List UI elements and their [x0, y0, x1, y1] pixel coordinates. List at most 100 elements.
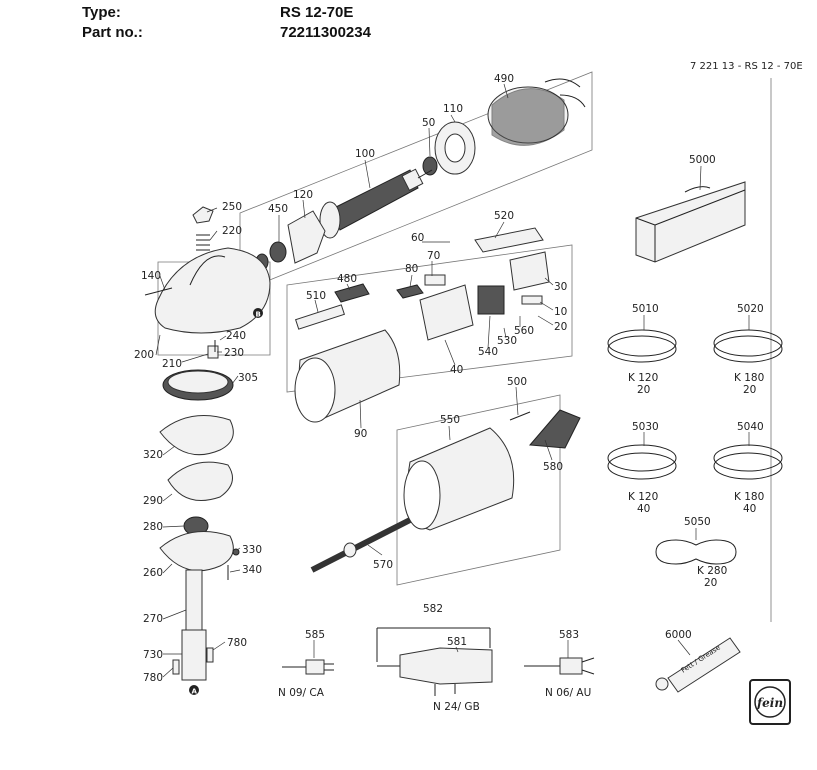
callout-490: 490	[494, 73, 514, 85]
plug-585	[282, 659, 334, 675]
callout-510: 510	[306, 290, 326, 302]
plug-583-label: N 06/ AU	[545, 687, 591, 699]
callout-100: 100	[355, 148, 375, 160]
gasket	[159, 415, 234, 456]
sanding-belt-5010	[607, 329, 677, 363]
key-780-left	[172, 659, 180, 675]
callout-200: 200	[134, 349, 154, 361]
grease-tube: Fett / Grease	[655, 637, 741, 693]
callout-550: 550	[440, 414, 460, 426]
callout-30: 30	[554, 281, 567, 293]
callout-450: 450	[268, 203, 288, 215]
bearing-housing	[434, 121, 476, 175]
carrying-case	[635, 181, 746, 263]
callout-90: 90	[354, 428, 367, 440]
callout-labels: 490 110 50 100 120 450 250 220 140 60 70…	[134, 73, 716, 684]
callout-330: 330	[242, 544, 262, 556]
screw-330	[232, 548, 240, 556]
belt-5030-grit: K 120	[628, 491, 658, 503]
marker-a-dot	[189, 685, 199, 695]
callout-240: 240	[226, 330, 246, 342]
housing-assembly-frame	[286, 244, 573, 393]
sanding-belt-5040	[713, 444, 783, 480]
motor-housing	[294, 329, 401, 423]
callout-320: 320	[143, 449, 163, 461]
belt-5030-number: 5030	[632, 421, 659, 433]
callout-305: 305	[238, 372, 258, 384]
plug-581-label: N 24/ GB	[433, 701, 480, 713]
belt-5050-width: 20	[704, 577, 717, 589]
callout-70: 70	[427, 250, 440, 262]
sanding-belt-5050	[655, 539, 737, 565]
callout-585: 585	[305, 629, 325, 641]
type-label: Type:	[82, 4, 121, 21]
belt-5020-grit: K 180	[734, 372, 764, 384]
electronic-module	[477, 285, 505, 315]
callout-582: 582	[423, 603, 443, 615]
callout-80: 80	[405, 263, 418, 275]
part-number-value: 72211300234	[280, 24, 371, 41]
plug-581	[377, 647, 493, 696]
rod-bushing	[343, 542, 357, 558]
callout-480: 480	[337, 273, 357, 285]
part-number-label: Part no.:	[82, 24, 143, 41]
cap	[192, 206, 214, 224]
switch-40	[419, 284, 474, 341]
callout-270: 270	[143, 613, 163, 625]
key-780-right	[206, 647, 214, 663]
sleeve-assembly-frame	[396, 394, 561, 586]
field-coil	[487, 78, 586, 146]
front-bearing	[269, 241, 287, 263]
callout-560: 560	[514, 325, 534, 337]
sanding-belt-5030	[607, 444, 677, 480]
callout-120: 120	[293, 189, 313, 201]
connecting-rod	[310, 517, 412, 573]
callout-730: 730	[143, 649, 163, 661]
armature	[319, 168, 433, 239]
callout-250: 250	[222, 201, 242, 213]
belt-5010-number: 5010	[632, 303, 659, 315]
bracket-582	[376, 627, 491, 662]
logo-text: fein	[756, 696, 783, 710]
drawing-code: 7 221 13 - RS 12 - 70E	[690, 61, 803, 72]
switch-cover	[474, 227, 544, 253]
sanding-belt-5020	[713, 329, 783, 363]
sleeve-210	[207, 345, 219, 359]
callout-6000: 6000	[665, 629, 692, 641]
spindle	[185, 569, 203, 631]
belt-5050-grit: K 280	[697, 565, 727, 577]
fan-plate	[287, 210, 326, 264]
callout-583: 583	[559, 629, 579, 641]
callout-220: 220	[222, 225, 242, 237]
gear-housing-cover	[154, 247, 271, 334]
spindle-sleeve	[181, 629, 207, 681]
brush-70	[424, 274, 446, 286]
callout-50: 50	[422, 117, 435, 129]
callout-500: 500	[507, 376, 527, 388]
type-value: RS 12-70E	[280, 4, 354, 21]
callout-140: 140	[141, 270, 161, 282]
bevel-gear	[162, 369, 234, 401]
marker-b-dot	[253, 308, 263, 318]
callout-581: 581	[447, 636, 467, 648]
marker-a-text: A	[192, 688, 198, 696]
belt-5020-width: 20	[743, 384, 756, 396]
belt-5040-width: 40	[743, 503, 756, 515]
callout-780-right: 780	[227, 637, 247, 649]
callout-230: 230	[224, 347, 244, 359]
belt-5040-grit: K 180	[734, 491, 764, 503]
power-plug-580	[528, 409, 581, 449]
callout-10: 10	[554, 306, 567, 318]
callout-520: 520	[494, 210, 514, 222]
belt-labels: 5010 K 120 20 5020 K 180 20 5030 K 120 4…	[628, 303, 764, 589]
marker-b-text: B	[256, 311, 261, 319]
belt-5010-width: 20	[637, 384, 650, 396]
callout-540: 540	[478, 346, 498, 358]
strain-relief-10	[521, 295, 543, 305]
belt-5040-number: 5040	[737, 421, 764, 433]
plug-583	[524, 657, 595, 675]
callout-530: 530	[497, 335, 517, 347]
callout-210: 210	[162, 358, 182, 370]
belt-5050-number: 5050	[684, 516, 711, 528]
